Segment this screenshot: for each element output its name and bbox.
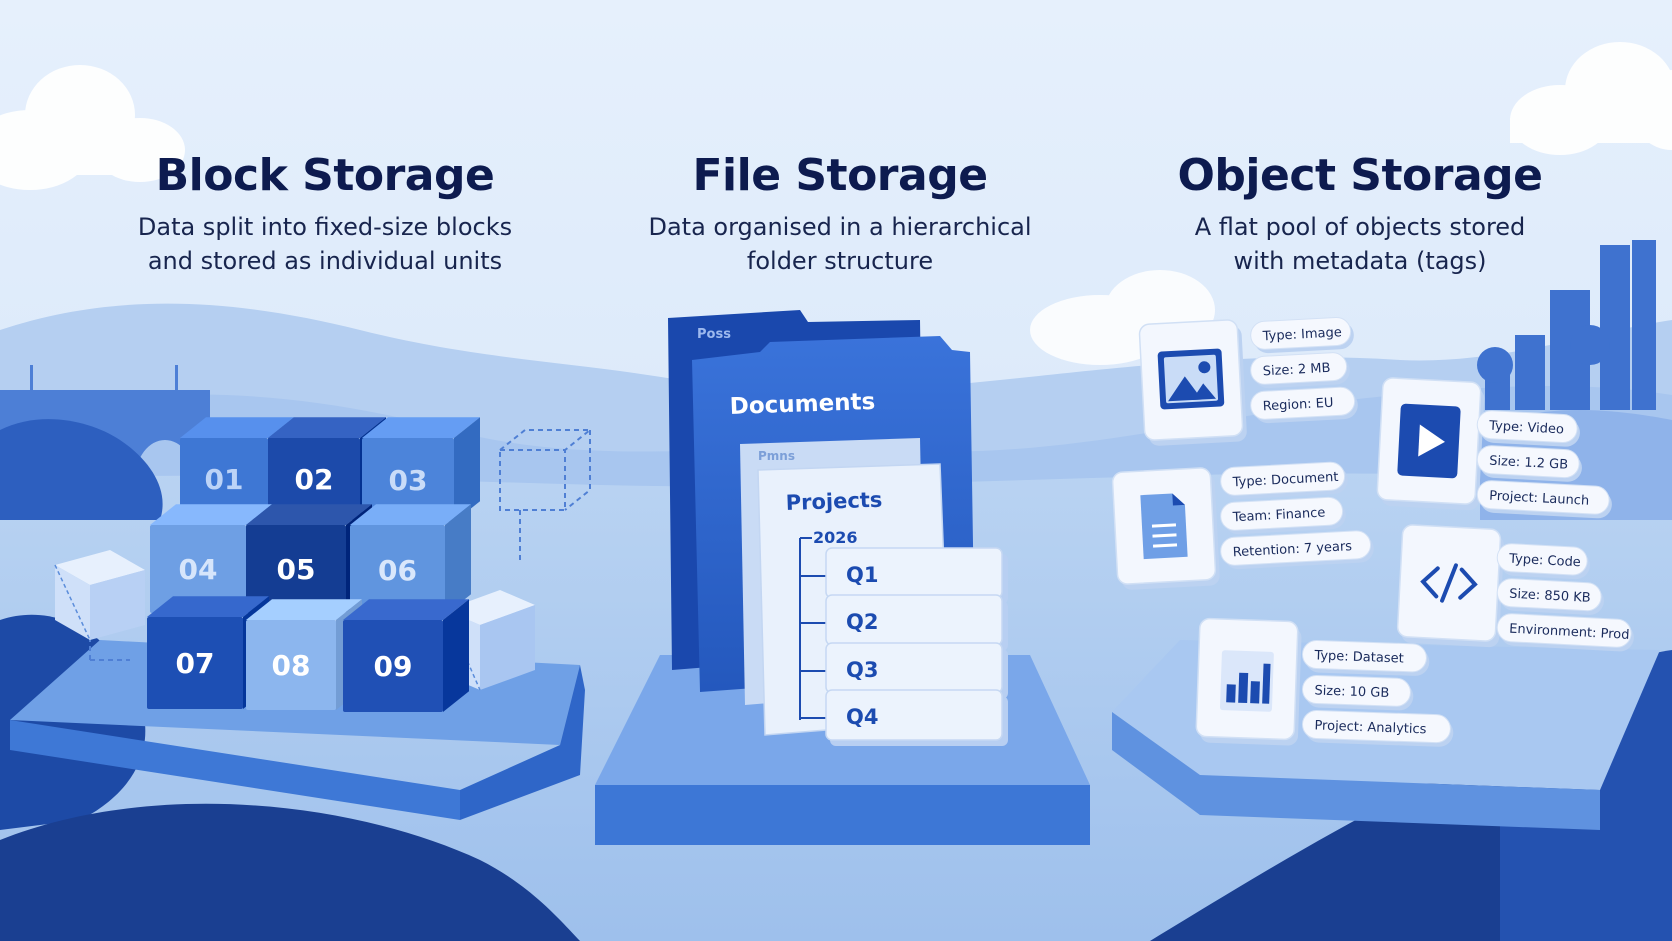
block-label: 05 [277, 553, 316, 586]
metadata-tag-text: Project: Analytics [1314, 718, 1427, 737]
cloud-left [0, 65, 185, 190]
ghost-cube [89, 429, 593, 661]
metadata-tag: Retention: 7 years [1220, 530, 1374, 570]
metadata-tag-text: Size: 2 MB [1262, 361, 1330, 380]
metadata-tag: Type: Image [1250, 316, 1354, 354]
folder-projects-label: Projects [785, 488, 882, 515]
block-cube: 06 [350, 504, 471, 615]
metadata-tag-text: Environment: Prod [1509, 622, 1630, 643]
file-platform-front [595, 785, 1090, 845]
block-subtitle-line-2: and stored as individual units [147, 247, 503, 275]
file-storage-illustration: Poss Documents Pmns Projects 2026 Q1Q2Q3… [595, 310, 1090, 845]
quarter-folder: Q2 [800, 594, 1008, 651]
block-label: 01 [205, 463, 244, 496]
metadata-tag: Region: EU [1250, 386, 1358, 424]
file-storage-title: File Storage [692, 150, 988, 201]
bar-chart-icon [1220, 650, 1274, 712]
object-card-image [1138, 319, 1247, 446]
metadata-tag: Size: 10 GB [1302, 674, 1414, 711]
block-storage-subtitle: Data split into fixed-size blocks and st… [45, 210, 605, 278]
block-label: 09 [374, 650, 413, 683]
quarter-label: Q1 [846, 563, 878, 587]
object-card-document [1111, 467, 1220, 590]
block-label: 08 [272, 649, 311, 682]
metadata-tag-text: Team: Finance [1231, 506, 1325, 526]
metadata-tag-text: Type: Video [1488, 419, 1565, 438]
metadata-tag-text: Type: Code [1508, 552, 1581, 571]
cloud-right [1510, 42, 1672, 155]
object-card-code [1396, 524, 1505, 648]
metadata-tag: Size: 2 MB [1250, 352, 1350, 389]
object-platform-front [1112, 712, 1600, 830]
metadata-tag: Type: Code [1496, 543, 1590, 580]
object-subtitle-line-1: A flat pool of objects stored [1194, 213, 1526, 241]
object-storage-title: Object Storage [1177, 150, 1543, 201]
block-label: 07 [176, 647, 215, 680]
metadata-tag-text: Size: 850 KB [1509, 587, 1591, 606]
quarter-label: Q3 [846, 658, 878, 682]
city-skyline [1477, 240, 1656, 410]
metadata-tag-text: Region: EU [1262, 396, 1333, 415]
folder-year-label: 2026 [813, 528, 858, 547]
metadata-tag: Type: Document [1220, 461, 1348, 500]
outline-cube-left [54, 550, 145, 641]
block-label: 03 [389, 464, 428, 497]
tree-lines [799, 537, 812, 720]
block-storage-illustration: 01 02 03 04 05 06 07 08 09 [10, 417, 593, 820]
metadata-tag-text: Size: 1.2 GB [1489, 454, 1569, 473]
left-tree-hill [0, 419, 163, 520]
image-icon [1157, 348, 1225, 410]
block-cubes: 01 02 03 04 05 06 07 08 09 [147, 417, 480, 712]
file-storage-subtitle: Data organised in a hierarchical folder … [560, 210, 1120, 278]
quarter-folder: Q4 [800, 689, 1008, 746]
object-card-video [1376, 377, 1485, 511]
metadata-tag: Size: 1.2 GB [1476, 445, 1582, 482]
metadata-tag-text: Retention: 7 years [1232, 539, 1352, 560]
block-label: 02 [295, 463, 334, 496]
quarter-folder: Q1 [800, 547, 1008, 604]
object-storage-subtitle: A flat pool of objects stored with metad… [1080, 210, 1640, 278]
block-platform-front [10, 720, 460, 820]
file-subtitle-line-2: folder structure [746, 247, 934, 275]
subfolder-tab-label: Pmns [758, 449, 795, 463]
quarter-label: Q2 [846, 610, 878, 634]
metadata-tag: Project: Launch [1476, 480, 1612, 519]
metadata-tag-text: Type: Document [1231, 470, 1338, 491]
object-card-dataset [1195, 617, 1302, 746]
metadata-tag: Type: Video [1476, 410, 1580, 447]
metadata-tag-text: Type: Image [1261, 325, 1342, 344]
metadata-tag-text: Size: 10 GB [1314, 683, 1389, 701]
play-icon [1397, 403, 1461, 479]
block-cube: 03 [362, 417, 480, 522]
folder-documents-label: Documents [729, 389, 875, 420]
block-subtitle-line-1: Data split into fixed-size blocks [137, 213, 513, 241]
document-icon [1140, 493, 1188, 560]
metadata-tag-text: Project: Launch [1489, 489, 1590, 509]
block-cube: 09 [343, 599, 469, 712]
quarter-folder: Q3 [800, 642, 1008, 699]
metadata-tag: Type: Dataset [1302, 639, 1430, 676]
block-platform-side [460, 665, 585, 820]
quarter-label: Q4 [846, 705, 878, 729]
bottom-left-hill [0, 803, 580, 941]
block-storage-title: Block Storage [155, 150, 495, 201]
block-label: 04 [179, 553, 218, 586]
metadata-tag: Size: 850 KB [1496, 578, 1604, 615]
block-label: 06 [378, 554, 417, 587]
metadata-tag-text: Type: Dataset [1313, 648, 1404, 666]
object-subtitle-line-2: with metadata (tags) [1233, 247, 1487, 275]
back-folder-tab-label: Poss [697, 327, 731, 342]
code-icon [1420, 563, 1478, 603]
metadata-tag: Project: Analytics [1302, 709, 1454, 747]
metadata-tag: Environment: Prod [1496, 613, 1634, 652]
metadata-tag: Team: Finance [1220, 496, 1346, 535]
cloud-middle-right [1030, 270, 1215, 365]
file-subtitle-line-1: Data organised in a hierarchical [648, 213, 1032, 241]
